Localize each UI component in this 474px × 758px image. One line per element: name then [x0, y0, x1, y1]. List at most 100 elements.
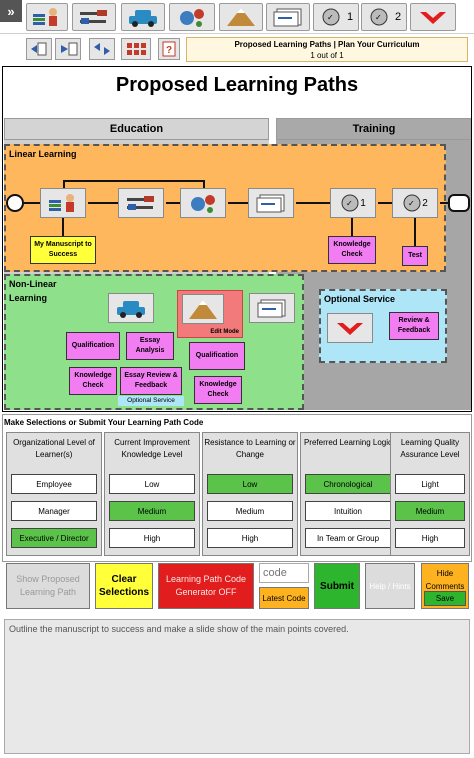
option-button[interactable]: High — [395, 528, 465, 548]
option-button[interactable]: High — [207, 528, 293, 548]
mountain-icon — [189, 300, 217, 319]
info-count: 1 out of 1 — [310, 51, 344, 60]
top-toolbar: » ✓ 1 — [0, 0, 474, 34]
option-button[interactable]: In Team or Group — [305, 528, 391, 548]
option-button[interactable]: High — [109, 528, 195, 548]
column-header: Learning Quality Assurance Level — [400, 438, 460, 459]
review-feedback-box[interactable]: Review & Feedback — [389, 312, 439, 340]
qualification-box-1[interactable]: Qualification — [66, 332, 120, 360]
gears-icon — [180, 9, 204, 27]
slides-node[interactable] — [248, 188, 294, 218]
qualification-box-2[interactable]: Qualification — [189, 342, 245, 370]
tools-button[interactable] — [72, 3, 116, 31]
test-box[interactable]: Test — [402, 246, 428, 266]
slides-node-2[interactable] — [249, 293, 295, 323]
selection-panel — [2, 414, 472, 562]
flow-line — [414, 218, 416, 246]
edit-mode-node[interactable]: Edit Mode — [177, 290, 243, 338]
quality-column: Learning Quality Assurance Level Light M… — [390, 432, 470, 556]
option-button[interactable]: Manager — [11, 501, 97, 521]
knowledge-check-box-2[interactable]: Knowledge Check — [194, 376, 242, 404]
question-icon: ? — [162, 41, 176, 57]
start-node — [6, 194, 24, 212]
manuscript-node[interactable] — [40, 188, 86, 218]
save-button[interactable]: Save — [424, 591, 466, 606]
latest-code-button[interactable]: Latest Code — [259, 587, 309, 609]
tools-icon — [127, 196, 154, 210]
code-input[interactable] — [259, 563, 309, 583]
end-node — [448, 194, 470, 212]
manuscript-tool-button[interactable] — [26, 3, 68, 31]
gears-node[interactable] — [180, 188, 226, 218]
slideshow-icon — [257, 299, 286, 318]
export-button[interactable] — [55, 38, 81, 60]
car-button[interactable] — [121, 3, 165, 31]
code-generator-button[interactable]: Learning Path Code Generator OFF — [158, 563, 254, 609]
gears-button[interactable] — [169, 3, 215, 31]
essay-analysis-box[interactable]: Essay Analysis — [126, 332, 174, 360]
column-header: Current Improvement Knowledge Level — [114, 438, 190, 459]
logic-column: Preferred Learning Logic Chronological I… — [300, 432, 396, 556]
flow-line — [351, 218, 353, 236]
info-title: Proposed Learning Paths | Plan Your Curr… — [234, 40, 420, 49]
flow-line — [440, 202, 448, 204]
flow-line — [203, 180, 205, 190]
flow-line — [62, 218, 64, 236]
comments-textarea[interactable]: Outline the manuscript to success and ma… — [4, 619, 470, 754]
check-2-node[interactable]: ✓ 2 — [392, 188, 438, 218]
nonlinear-label-1: Non-Linear — [9, 279, 57, 289]
page-title: Proposed Learning Paths — [115, 74, 359, 96]
swap-button[interactable] — [89, 38, 115, 60]
option-button[interactable]: Employee — [11, 474, 97, 494]
tools-node[interactable] — [118, 188, 164, 218]
slides-button[interactable] — [266, 3, 310, 31]
option-button-selected[interactable]: Low — [207, 474, 293, 494]
import-button[interactable] — [26, 38, 52, 60]
knowledge-column: Current Improvement Knowledge Level Low … — [104, 432, 200, 556]
help-hints-button[interactable]: Help / Hints — [365, 563, 415, 609]
option-button-selected[interactable]: Medium — [395, 501, 465, 521]
knowledge-check-box[interactable]: Knowledge Check — [328, 236, 376, 264]
node-number: 1 — [360, 197, 366, 209]
counter-1: 1 — [346, 11, 354, 23]
books-person-icon — [49, 194, 74, 212]
counter-2: 2 — [394, 11, 402, 23]
badge-icon: ✓ — [370, 8, 388, 26]
tools-icon — [80, 10, 107, 24]
education-header: Education — [4, 118, 269, 140]
red-chevron-icon — [420, 12, 446, 24]
option-button[interactable]: Light — [395, 474, 465, 494]
option-button[interactable]: Intuition — [305, 501, 391, 521]
manuscript-label-box[interactable]: My Manuscript to Success — [30, 236, 96, 264]
level-column: Organizational Level of Learner(s) Emplo… — [6, 432, 102, 556]
arrow-in-icon — [31, 42, 47, 56]
check-1-node[interactable]: ✓ 1 — [330, 188, 376, 218]
clear-selections-button[interactable]: Clear Selections — [95, 563, 153, 609]
flow-line — [296, 202, 330, 204]
car-icon — [129, 10, 157, 27]
option-button-selected[interactable]: Chronological — [305, 474, 391, 494]
show-path-button[interactable]: Show Proposed Learning Path — [6, 563, 90, 609]
essay-review-box[interactable]: Essay Review & Feedback — [120, 367, 182, 395]
expand-button[interactable]: » — [0, 0, 22, 22]
car-node[interactable] — [108, 293, 154, 323]
optional-service-tag: Optional Service — [118, 396, 184, 406]
submit-button[interactable]: Submit — [314, 563, 360, 609]
option-button-selected[interactable]: Medium — [109, 501, 195, 521]
node-number: 2 — [422, 197, 428, 209]
badge-icon: ✓ — [403, 194, 421, 212]
check-1-button[interactable]: ✓ 1 — [313, 3, 359, 31]
badge-icon: ✓ — [341, 194, 359, 212]
feedback-node[interactable] — [327, 313, 373, 343]
knowledge-check-box-1[interactable]: Knowledge Check — [69, 367, 117, 395]
mountain-button[interactable] — [219, 3, 263, 31]
help-button[interactable]: ? — [158, 38, 180, 60]
feedback-button[interactable] — [410, 3, 456, 31]
flow-line — [228, 202, 248, 204]
svg-text:✓: ✓ — [375, 13, 382, 22]
check-2-button[interactable]: ✓ 2 — [361, 3, 407, 31]
option-button[interactable]: Medium — [207, 501, 293, 521]
option-button[interactable]: Low — [109, 474, 195, 494]
grid-button[interactable] — [121, 38, 151, 60]
option-button-selected[interactable]: Executive / Director — [11, 528, 97, 548]
